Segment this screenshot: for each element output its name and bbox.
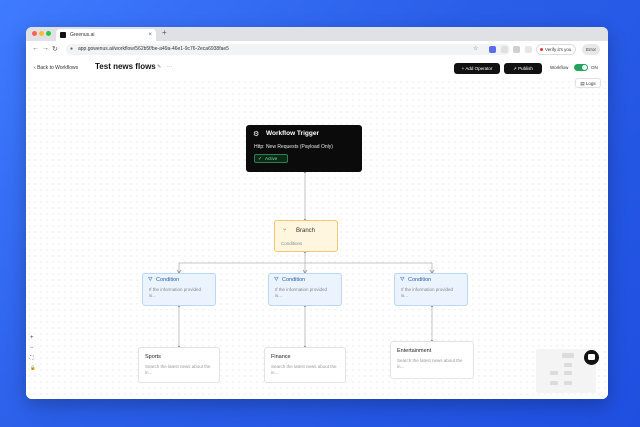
sports-node[interactable]: Sports Search the latest news about the …	[138, 347, 220, 383]
sidebar-icon[interactable]	[525, 46, 532, 53]
edit-title-icon[interactable]: ✎	[157, 64, 162, 70]
branch-title: Branch	[296, 228, 316, 234]
chat-help-button[interactable]	[584, 350, 599, 365]
zoom-in-button[interactable]: +	[30, 335, 34, 341]
extension-icon[interactable]	[501, 46, 508, 53]
back-to-workflows-link[interactable]: ‹ Back to Workflows	[34, 65, 78, 71]
branch-subtitle: Conditions	[281, 241, 303, 246]
rocket-icon: ➚	[513, 66, 519, 71]
site-favicon-icon	[60, 32, 66, 38]
filter-icon: ⛛	[274, 277, 279, 283]
node-title: Finance	[271, 354, 291, 360]
workflow-toggle[interactable]	[574, 64, 588, 71]
back-label: Back to Workflows	[37, 65, 79, 71]
url-text: app.gowenus.ai/workflow/562b5f/be-a49a-4…	[78, 46, 229, 52]
close-window-icon[interactable]	[32, 31, 37, 36]
toggle-state-label: ON	[591, 65, 598, 70]
more-options-icon[interactable]: ⋯	[167, 64, 172, 70]
add-operator-label: Add Operator	[465, 66, 493, 71]
tab-title: Greenus.ai	[70, 32, 95, 38]
trigger-subtitle: Http: New Requests (Payload Only)	[254, 144, 333, 150]
app-header: ‹ Back to Workflows Test news flows ✎ ⋯ …	[26, 59, 608, 79]
page-title: Test news flows	[95, 62, 156, 71]
browser-tab[interactable]: Greenus.ai ×	[56, 29, 156, 41]
condition-description: If the information provided is...	[275, 287, 328, 298]
puzzle-icon[interactable]	[513, 46, 520, 53]
plus-icon: +	[461, 66, 466, 71]
workflow-trigger-node[interactable]: ⚙ Workflow Trigger Http: New Requests (P…	[246, 125, 362, 172]
back-arrow-icon[interactable]: ←	[32, 45, 39, 52]
publish-label: Publish	[518, 66, 533, 71]
trigger-title: Workflow Trigger	[266, 130, 319, 137]
forward-arrow-icon[interactable]: →	[42, 45, 49, 52]
toggle-knob	[582, 65, 587, 70]
logs-label: Logs	[585, 81, 596, 86]
node-title: Entertainment	[397, 348, 432, 354]
node-description: Search the latest news about the in...	[397, 358, 463, 369]
lock-icon: ●	[70, 46, 74, 52]
minimap-node	[564, 371, 572, 375]
status-label: Active	[265, 156, 278, 161]
extension-icon[interactable]	[489, 46, 496, 53]
minimap-node	[564, 381, 572, 385]
branch-node[interactable]: ⑂ Branch Conditions	[274, 220, 338, 252]
chat-bubble-icon	[588, 354, 595, 360]
minimap-node	[550, 371, 558, 375]
add-operator-button[interactable]: + Add Operator	[454, 63, 500, 74]
profile-label: Verify it's you	[545, 47, 572, 52]
condition-title: Condition	[408, 277, 432, 283]
minimap-node	[550, 381, 558, 385]
address-bar-row: ← → ↻ ● app.gowenus.ai/workflow/562b5f/b…	[26, 41, 608, 60]
node-description: Search the latest news about the in...	[145, 364, 211, 375]
condition-title: Condition	[156, 277, 180, 283]
tab-strip: Greenus.ai × +	[26, 27, 608, 41]
finance-node[interactable]: Finance Search the latest news about the…	[264, 347, 346, 383]
minimap[interactable]	[536, 349, 596, 393]
profile-button[interactable]: Verify it's you	[536, 44, 576, 55]
fit-view-button[interactable]: ⛶	[30, 355, 34, 361]
status-badge: ✓ Active	[254, 154, 288, 163]
node-description: Search the latest news about the in...	[271, 364, 337, 375]
filter-icon: ⛛	[148, 277, 153, 283]
condition-title: Condition	[282, 277, 306, 283]
publish-button[interactable]: ➚ Publish	[504, 63, 542, 74]
maximize-window-icon[interactable]	[46, 31, 51, 36]
workflow-toggle-label: Workflow	[550, 65, 569, 70]
bookmark-star-icon[interactable]: ☆	[473, 46, 479, 52]
condition-node-2[interactable]: ⛛ Condition If the information provided …	[268, 273, 342, 306]
entertainment-node[interactable]: Entertainment Search the latest news abo…	[390, 341, 474, 379]
condition-node-3[interactable]: ⛛ Condition If the information provided …	[394, 273, 468, 306]
error-button[interactable]: Error	[582, 44, 600, 55]
condition-node-1[interactable]: ⛛ Condition If the information provided …	[142, 273, 216, 306]
browser-window: Greenus.ai × + ← → ↻ ● app.gowenus.ai/wo…	[26, 27, 608, 399]
new-tab-icon[interactable]: +	[162, 28, 167, 37]
lock-button[interactable]: 🔒	[30, 365, 36, 370]
zoom-out-button[interactable]: −	[30, 345, 34, 351]
branch-icon: ⑂	[283, 228, 287, 234]
condition-description: If the information provided is...	[401, 287, 454, 298]
logs-icon: ▤	[580, 81, 586, 86]
webhook-icon: ⚙	[253, 131, 260, 138]
node-title: Sports	[145, 354, 161, 360]
tab-close-icon[interactable]: ×	[148, 32, 152, 38]
filter-icon: ⛛	[400, 277, 405, 283]
logs-button[interactable]: ▤ Logs	[575, 78, 601, 88]
chevron-left-icon: ‹	[34, 65, 38, 71]
profile-avatar-icon	[540, 48, 543, 51]
condition-description: If the information provided is...	[149, 287, 202, 298]
workflow-canvas[interactable]: ⚙ Workflow Trigger Http: New Requests (P…	[26, 79, 608, 399]
minimap-node	[564, 363, 572, 367]
reload-icon[interactable]: ↻	[52, 46, 58, 53]
minimize-window-icon[interactable]	[39, 31, 44, 36]
check-circle-icon: ✓	[258, 156, 263, 162]
url-field[interactable]: ● app.gowenus.ai/workflow/562b5f/be-a49a…	[66, 44, 510, 55]
minimap-node	[562, 353, 574, 358]
